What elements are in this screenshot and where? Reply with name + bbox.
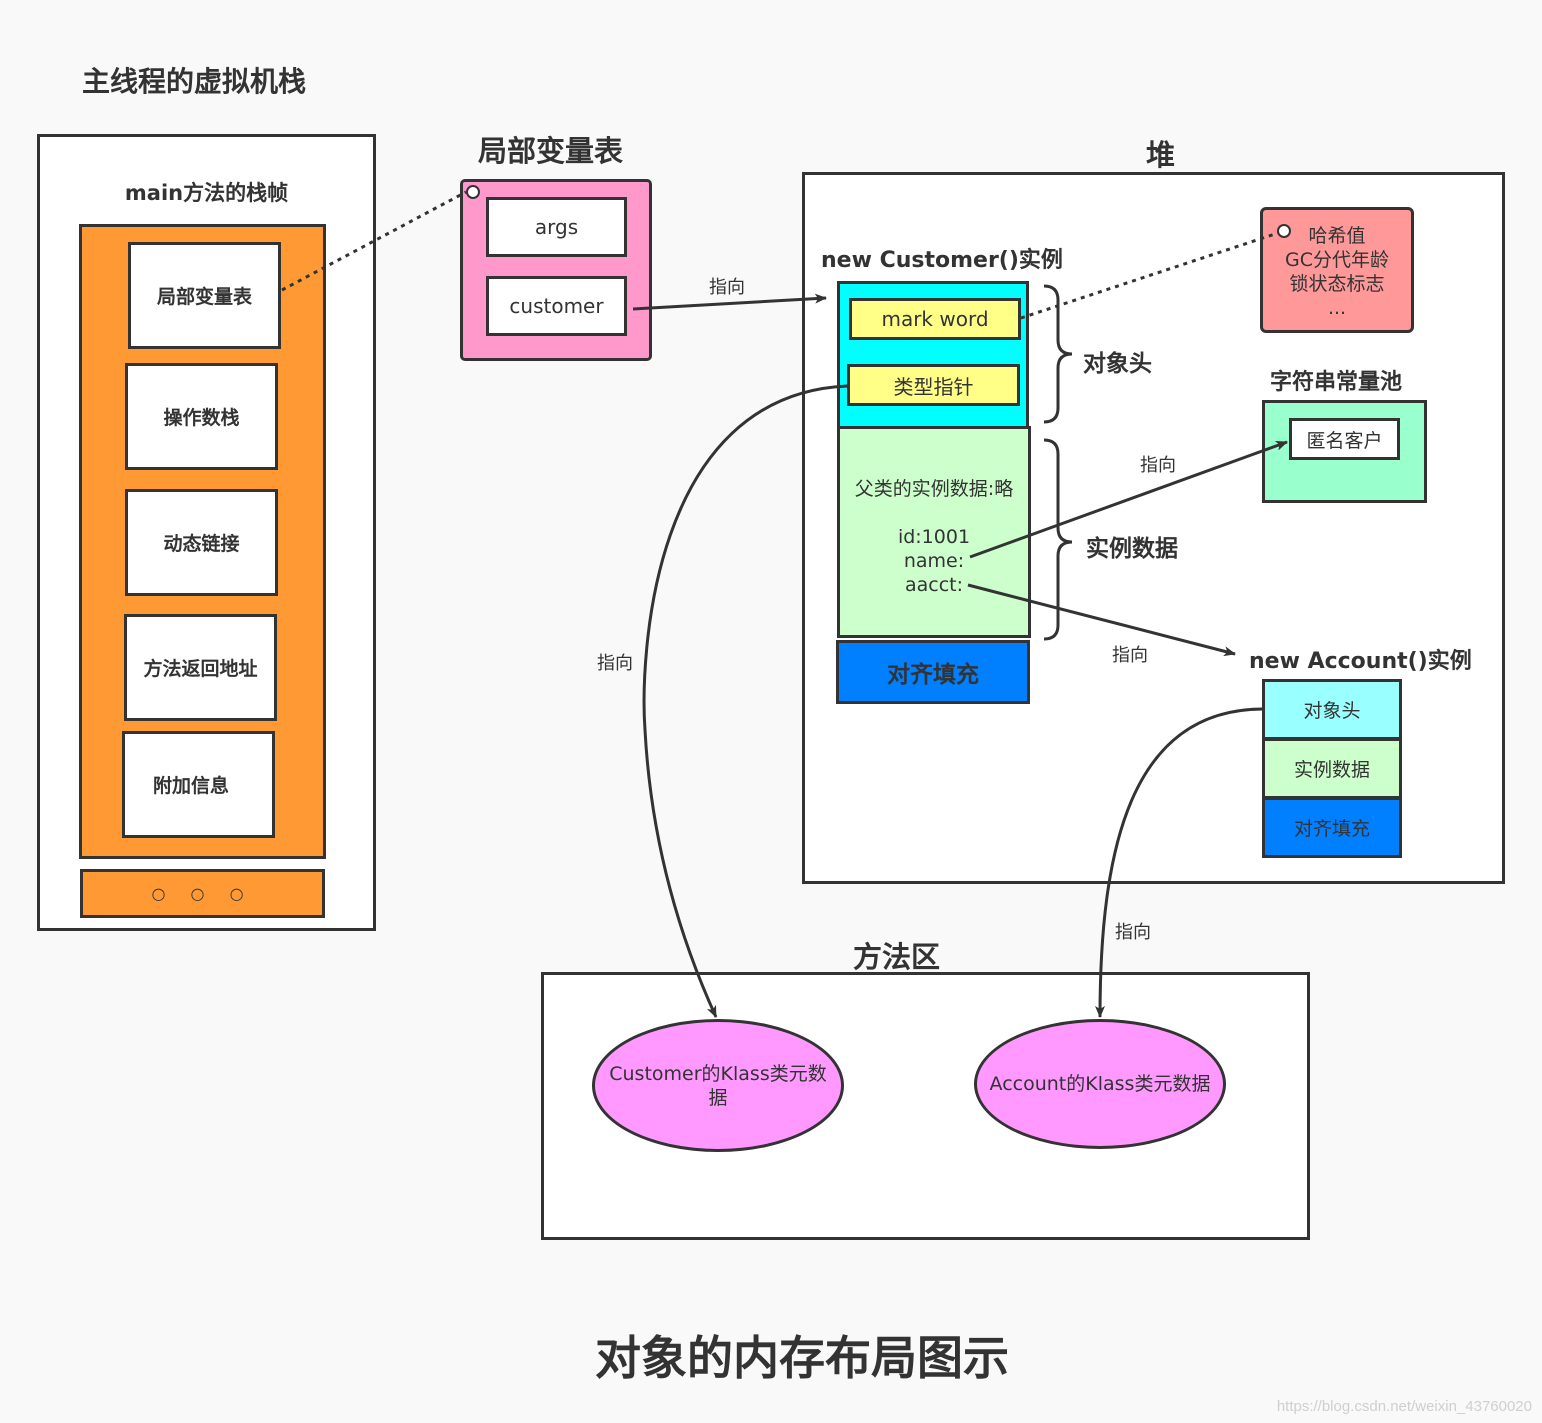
customer-padding: 对齐填充 bbox=[836, 640, 1030, 704]
customer-klass-label: Customer的Klass类元数据 bbox=[609, 1062, 827, 1109]
customer-instance-data: 父类的实例数据:略 id:1001 name: aacct: bbox=[837, 426, 1031, 638]
arrow-label-aacct: 指向 bbox=[1112, 645, 1148, 666]
heap-title: 堆 bbox=[1146, 138, 1176, 172]
account-part-label: 对象头 bbox=[1303, 700, 1361, 722]
account-padding: 对齐填充 bbox=[1262, 797, 1402, 858]
type-pointer: 类型指针 bbox=[847, 364, 1020, 406]
locals-title: 局部变量表 bbox=[478, 134, 624, 168]
mark-word-info-line: GC分代年龄 bbox=[1285, 249, 1389, 271]
account-part-label: 实例数据 bbox=[1293, 759, 1370, 781]
frame-item-locals: 局部变量表 bbox=[128, 242, 281, 349]
account-object-header: 对象头 bbox=[1262, 679, 1402, 740]
mark-word-info: 哈希值 GC分代年龄 锁状态标志 ... bbox=[1260, 207, 1414, 333]
instance-data-line: aacct: bbox=[904, 574, 964, 596]
mark-word-info-line: 哈希值 bbox=[1308, 225, 1366, 247]
account-klass-label: Account的Klass类元数据 bbox=[989, 1073, 1211, 1095]
frame-item-label: 方法返回地址 bbox=[143, 658, 258, 680]
arrow-label-customer: 指向 bbox=[709, 277, 745, 298]
account-instance-title: new Account()实例 bbox=[1249, 649, 1472, 674]
mark-word-info-line: ... bbox=[1327, 297, 1347, 319]
frame-title: main方法的栈帧 bbox=[124, 181, 289, 205]
mark-word-label: mark word bbox=[881, 307, 989, 331]
brace-label-instance-data: 实例数据 bbox=[1086, 536, 1178, 562]
arrow-label-type-pointer: 指向 bbox=[597, 653, 633, 674]
frame-item-extra-info: 附加信息 bbox=[122, 731, 275, 838]
frame-item-operand-stack: 操作数栈 bbox=[125, 363, 278, 470]
type-pointer-label: 类型指针 bbox=[893, 374, 974, 399]
brace-label-header: 对象头 bbox=[1083, 351, 1152, 377]
more-frames-dots: ○ ○ ○ bbox=[151, 884, 254, 903]
stack-title: 主线程的虚拟机栈 bbox=[82, 65, 307, 98]
frame-item-label: 局部变量表 bbox=[156, 286, 252, 308]
frame-item-dynamic-link: 动态链接 bbox=[125, 489, 278, 596]
frame-item-return-address: 方法返回地址 bbox=[124, 614, 277, 721]
mark-word: mark word bbox=[849, 298, 1021, 340]
customer-instance-title: new Customer()实例 bbox=[821, 248, 1063, 273]
locals-row-args: args bbox=[486, 197, 627, 257]
customer-klass: Customer的Klass类元数据 bbox=[592, 1019, 844, 1152]
instance-data-line bbox=[840, 501, 1028, 525]
account-instance-data: 实例数据 bbox=[1262, 738, 1402, 799]
account-part-label: 对齐填充 bbox=[1293, 818, 1370, 840]
mark-word-info-line: 锁状态标志 bbox=[1289, 273, 1385, 295]
string-pool-title: 字符串常量池 bbox=[1270, 370, 1403, 395]
string-value-label: 匿名客户 bbox=[1306, 429, 1383, 452]
frame-item-label: 附加信息 bbox=[153, 775, 230, 797]
arrow-customer-to-instance bbox=[632, 293, 827, 311]
locals-row-label: args bbox=[534, 215, 579, 239]
more-frames: ○ ○ ○ bbox=[80, 869, 325, 918]
connector-handle-icon bbox=[1277, 224, 1291, 238]
method-area-title: 方法区 bbox=[853, 940, 941, 974]
instance-data-line: 父类的实例数据:略 bbox=[854, 478, 1014, 500]
arrow-label-account-header: 指向 bbox=[1115, 922, 1151, 943]
frame-item-label: 操作数栈 bbox=[163, 407, 240, 429]
diagram-caption: 对象的内存布局图示 bbox=[595, 1331, 1009, 1385]
locals-row-label: customer bbox=[509, 294, 604, 318]
account-klass: Account的Klass类元数据 bbox=[974, 1019, 1226, 1149]
frame-item-label: 动态链接 bbox=[163, 533, 240, 555]
locals-row-customer: customer bbox=[486, 276, 627, 336]
connector-handle-icon bbox=[466, 185, 480, 199]
instance-data-line: name: bbox=[903, 550, 965, 572]
string-value: 匿名客户 bbox=[1289, 418, 1400, 460]
instance-data-line: id:1001 bbox=[897, 526, 971, 548]
arrow-label-name: 指向 bbox=[1140, 455, 1176, 476]
watermark: https://blog.csdn.net/weixin_43760020 bbox=[1276, 1398, 1532, 1415]
padding-label: 对齐填充 bbox=[887, 662, 979, 688]
